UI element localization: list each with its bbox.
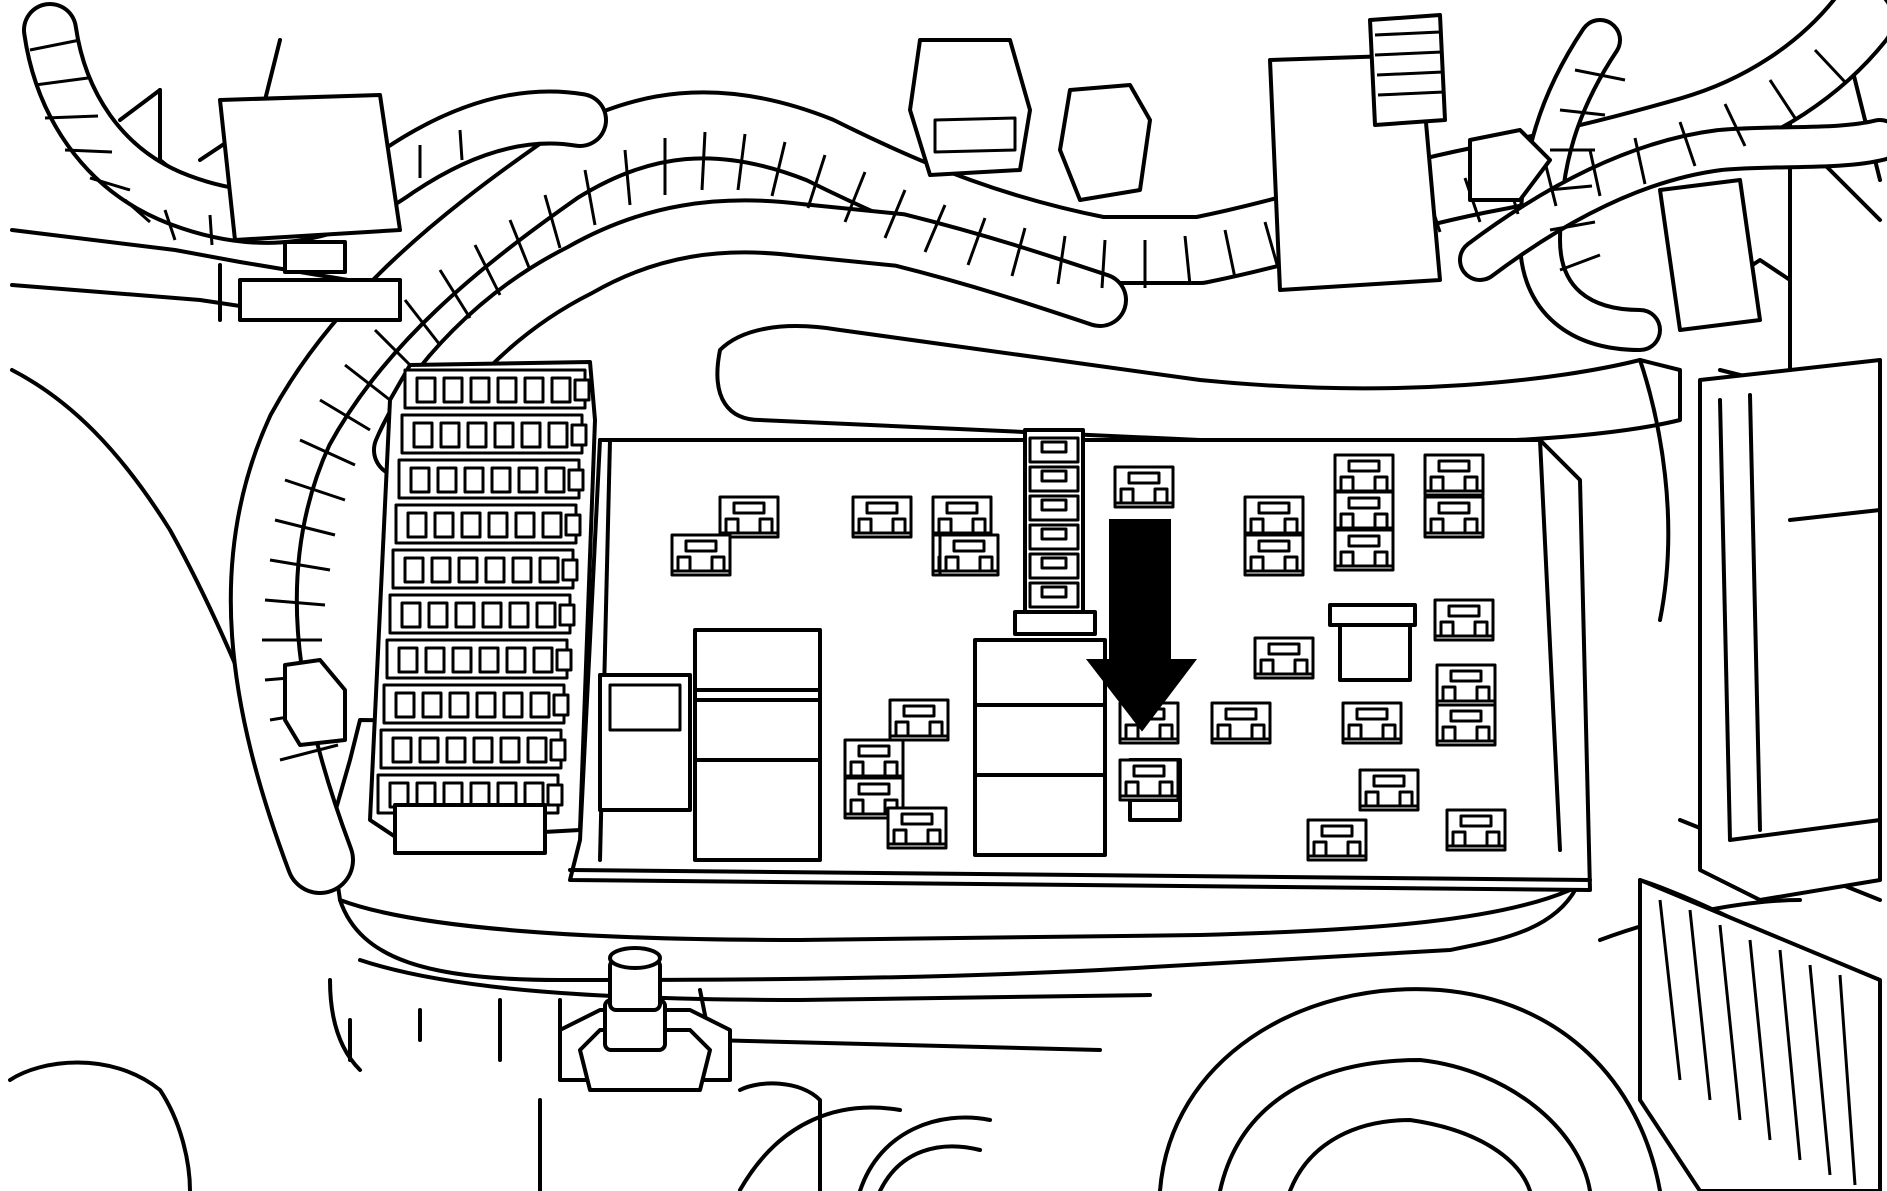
column-fuse <box>1028 523 1080 551</box>
mini-fuse <box>1423 495 1485 539</box>
mini-fuse <box>888 698 950 742</box>
wiring-harness <box>22 0 1887 895</box>
strip-fuse-row <box>385 638 573 680</box>
strip-fuse-row <box>379 728 567 770</box>
indicator-arrow <box>1085 519 1198 732</box>
relay-large-left <box>693 628 822 862</box>
column-fuse <box>1028 581 1080 609</box>
corrugated-sleeve <box>1638 878 1882 1191</box>
mini-fuse <box>1253 636 1315 680</box>
left-fuse-strip <box>283 360 597 855</box>
column-fuse <box>1028 436 1080 464</box>
center-fuse-column <box>1013 428 1097 636</box>
right-bracket <box>1698 358 1882 902</box>
relays <box>598 603 1417 862</box>
mini-fuse <box>843 738 905 782</box>
air-duct <box>715 324 1802 942</box>
strip-fuse-row <box>391 548 579 590</box>
mini-fuse <box>886 806 948 850</box>
mini-fuse <box>1243 533 1305 577</box>
mini-fuse <box>851 495 913 539</box>
mini-fuse <box>1333 453 1395 497</box>
bottom-circles <box>8 987 1662 1191</box>
mini-fuse <box>1358 768 1420 812</box>
mini-fuse <box>1333 528 1395 572</box>
mini-fuse <box>718 495 780 539</box>
mini-fuse <box>1306 818 1368 862</box>
column-fuse <box>1028 494 1080 522</box>
mini-fuse <box>1210 701 1272 745</box>
strip-fuse-row <box>403 368 591 410</box>
arrow-down-icon <box>1085 519 1198 732</box>
mini-fuse <box>1435 663 1497 707</box>
mini-fuse <box>1113 465 1175 509</box>
column-fuse <box>1028 465 1080 493</box>
strip-fuse-row <box>394 503 582 545</box>
mounting-stud <box>538 946 902 1191</box>
mini-fuse <box>1243 495 1305 539</box>
relay-large-center <box>973 638 1107 857</box>
mini-fuse <box>670 533 732 577</box>
mini-fuse <box>1423 453 1485 497</box>
mini-fuse <box>931 495 993 539</box>
mini-fuse <box>938 533 1000 577</box>
mini-fuse <box>1118 758 1180 802</box>
mini-fuse <box>1433 598 1495 642</box>
mini-fuse <box>1333 490 1395 534</box>
top-connectors <box>218 13 1762 332</box>
mini-fuses <box>670 453 1507 862</box>
strip-fuse-row <box>397 458 585 500</box>
strip-fuse-row <box>388 593 576 635</box>
strip-fuse-row <box>382 683 570 725</box>
strip-fuse-row <box>400 413 588 455</box>
mini-fuse <box>1435 703 1497 747</box>
mini-fuse <box>1341 701 1403 745</box>
mini-fuse <box>1445 808 1507 852</box>
column-fuse <box>1028 552 1080 580</box>
